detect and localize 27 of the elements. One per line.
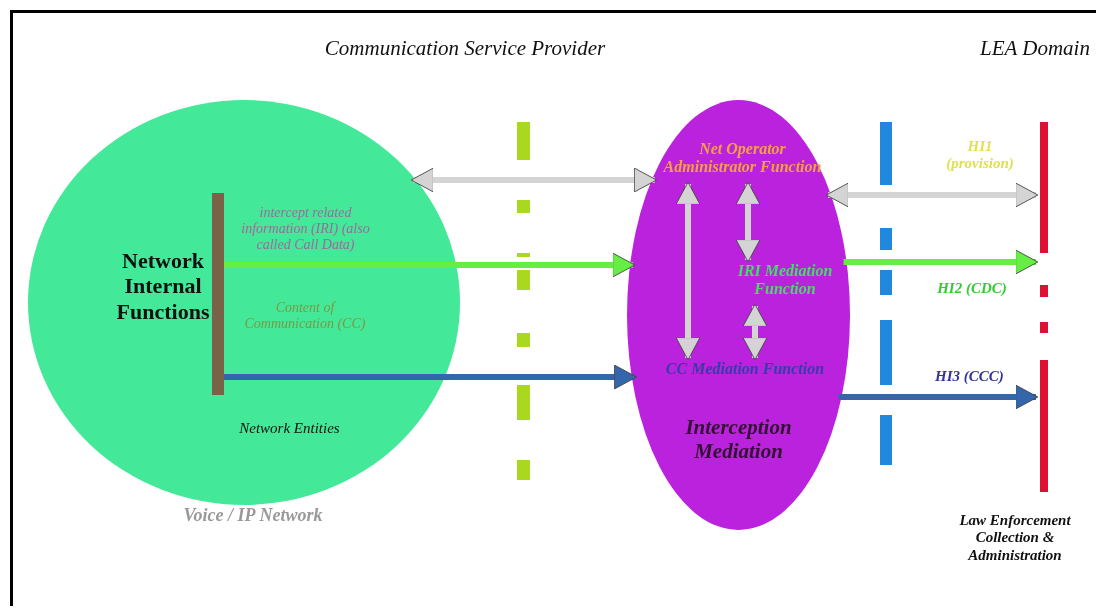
arrow [224, 364, 637, 390]
entity-bar [212, 193, 224, 395]
edge-label: HI3 (CCC) [934, 368, 1005, 386]
title-text: Network Internal Functions [115, 248, 211, 324]
mediation-ellipse [627, 100, 850, 530]
edge-label: HI2 (CDC) [936, 280, 1008, 298]
caption-text: Voice / IP Network [182, 505, 324, 526]
edge-label: intercept related information (IRI) (also called Call Data) [240, 205, 371, 254]
bar-label: Network Entities [238, 420, 341, 438]
arrow [224, 252, 636, 278]
arrow [410, 167, 657, 193]
bar-label: Law Enforcement Collection & Administration [958, 512, 1072, 564]
arrow [742, 303, 768, 361]
arrow [838, 384, 1039, 410]
arrow [675, 181, 701, 361]
function-label: Net Operator Administrator Function [662, 140, 823, 177]
arrow [735, 181, 761, 263]
function-label: CC Mediation Function [664, 360, 826, 379]
node-label: Interception Mediation [684, 415, 793, 464]
region-heading: LEA Domain [979, 36, 1091, 61]
edge-label: HI1 (provision) [945, 138, 1015, 173]
function-label: IRI Mediation Function [736, 262, 834, 299]
edge-label: Content of Communication (CC) [243, 300, 367, 333]
arrow [843, 249, 1039, 275]
dashed-boundary-bar [1040, 122, 1048, 492]
arrow [825, 182, 1039, 208]
region-heading: Communication Service Provider [323, 36, 607, 61]
